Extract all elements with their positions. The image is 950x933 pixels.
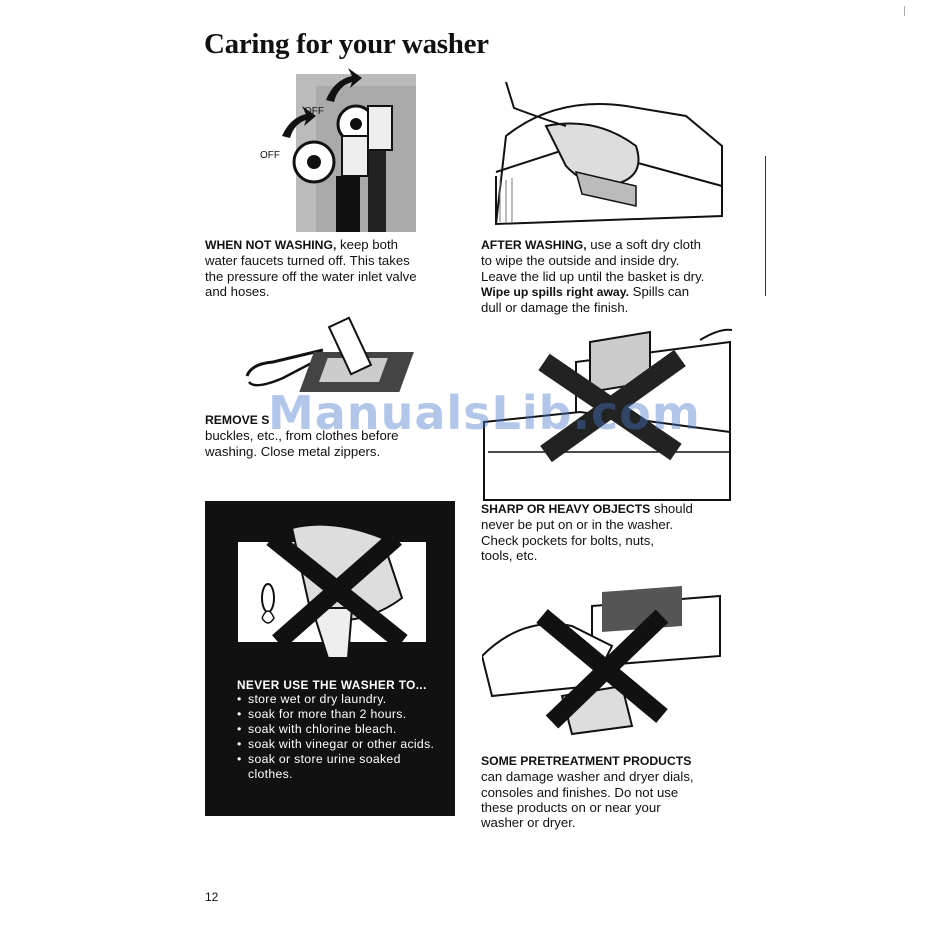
- sharp-objects-heading: SHARP OR HEAVY OBJECTS: [481, 502, 651, 516]
- never-use-heading: NEVER USE THE WASHER TO...: [237, 678, 427, 692]
- list-item: soak with chlorine bleach.: [237, 722, 448, 737]
- pretreatment-crossed-illustration: [482, 586, 721, 736]
- list-item: soak for more than 2 hours.: [237, 707, 448, 722]
- page-number: 12: [205, 890, 219, 904]
- washer-lid-crossed-illustration: [483, 328, 733, 501]
- watermark-text: ManualsLib.com: [268, 386, 701, 440]
- pretreatment-text: SOME PRETREATMENT PRODUCTS can damage wa…: [481, 754, 694, 831]
- remove-objects-heading: REMOVE S: [205, 413, 270, 427]
- wet-laundry-crossed-illustration: [238, 523, 426, 659]
- off-label-top: OFF: [304, 106, 324, 117]
- wiping-washer-illustration: [494, 81, 723, 226]
- after-washing-text: AFTER WASHING, use a soft dry cloth to w…: [481, 237, 705, 316]
- pins-buckles-illustration: [245, 316, 414, 392]
- off-label-left: OFF: [260, 150, 280, 161]
- list-item: soak or store urine soaked clothes.: [237, 752, 448, 782]
- faucets-text: WHEN NOT WASHING, keep both water faucet…: [205, 237, 417, 299]
- list-item: soak with vinegar or other acids.: [237, 737, 438, 752]
- after-washing-heading: AFTER WASHING,: [481, 238, 587, 252]
- margin-rule: [765, 156, 766, 296]
- faucet-illustration: OFF OFF: [260, 68, 416, 232]
- never-use-list: store wet or dry laundry. soak for more …: [237, 692, 448, 782]
- pretreatment-heading: SOME PRETREATMENT PRODUCTS: [481, 754, 692, 768]
- wipe-spills-heading: Wipe up spills right away.: [481, 284, 629, 299]
- page-title: Caring for your washer: [204, 28, 489, 60]
- list-item: store wet or dry laundry.: [237, 692, 448, 707]
- faucets-heading: WHEN NOT WASHING,: [205, 238, 337, 252]
- sharp-objects-text: SHARP OR HEAVY OBJECTS should never be p…: [481, 501, 693, 563]
- remove-objects-text: REMOVE S buckles, etc., from clothes bef…: [205, 413, 399, 459]
- page-edge-mark: [904, 6, 905, 16]
